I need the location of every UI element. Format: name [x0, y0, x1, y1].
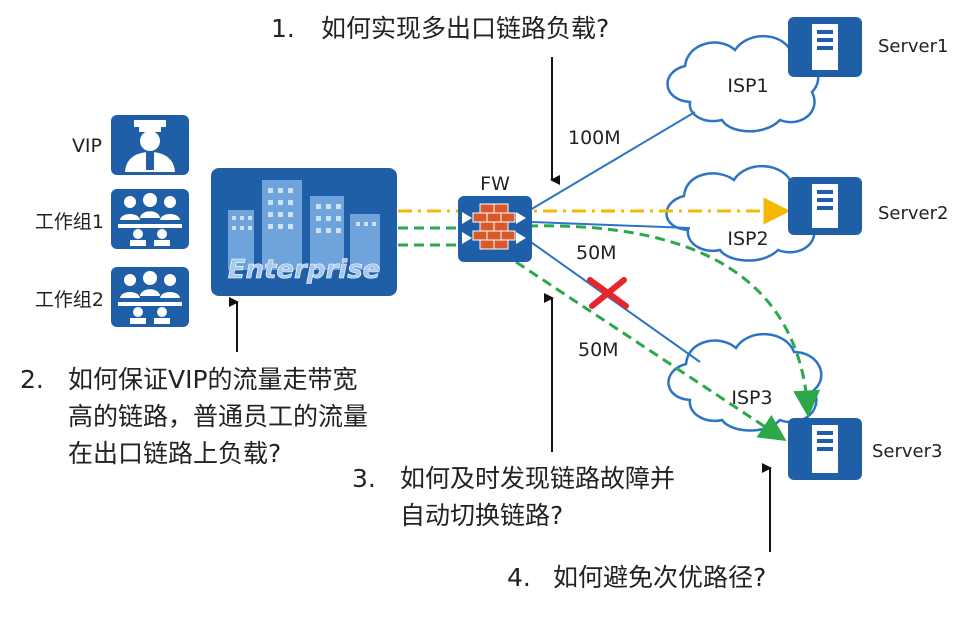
question-2-line-2: 高的链路，普通员工的流量: [68, 402, 368, 431]
isp1-bandwidth-label: 100M: [568, 127, 621, 149]
isp2-bandwidth-label: 50M: [576, 242, 617, 264]
server1-icon: [788, 17, 862, 77]
isp3-bandwidth-label: 50M: [578, 339, 619, 361]
question-4-number: 4.: [507, 563, 531, 592]
question-3-number: 3.: [352, 464, 376, 493]
question-3-line-1: 如何及时发现链路故障并: [400, 464, 675, 493]
link-fault-x-mark: [587, 277, 629, 309]
server2-label: Server2: [878, 203, 948, 224]
isp3-label: ISP3: [731, 387, 772, 409]
server3-icon: [788, 418, 862, 480]
server2-icon: [788, 177, 862, 235]
workgroup1-icon: [111, 189, 189, 249]
enterprise-label: Enterprise: [228, 255, 381, 285]
link-isp2: [531, 221, 691, 229]
green-path-to-server3-via-isp3: [515, 260, 787, 441]
isp3-cloud: [667, 333, 823, 432]
enterprise-building-icon: [211, 168, 397, 296]
firewall-icon: [458, 196, 532, 262]
green-path-to-server3-via-isp2: [527, 224, 821, 418]
workgroup1-label: 工作组1: [35, 211, 104, 233]
question-3-line-2: 自动切换链路?: [400, 501, 563, 530]
question-2-line-1: 如何保证VIP的流量走带宽: [68, 365, 358, 394]
link-isp1: [529, 111, 696, 211]
question-1-text: 如何实现多出口链路负载?: [321, 14, 609, 43]
workgroup2-icon: [111, 267, 189, 327]
workgroup2-label: 工作组2: [35, 289, 104, 311]
question-2-line-3: 在出口链路上负载?: [68, 439, 281, 468]
isp1-label: ISP1: [727, 75, 768, 97]
isp2-label: ISP2: [727, 228, 768, 250]
vip-label: VIP: [72, 135, 102, 157]
fw-label: FW: [480, 173, 510, 195]
question-1-number: 1.: [271, 14, 295, 43]
question-2-number: 2.: [20, 365, 44, 394]
vip-user-icon: [111, 115, 189, 175]
question-4-text: 如何避免次优路径?: [553, 563, 766, 592]
server1-label: Server1: [878, 36, 948, 57]
server3-label: Server3: [872, 441, 942, 462]
